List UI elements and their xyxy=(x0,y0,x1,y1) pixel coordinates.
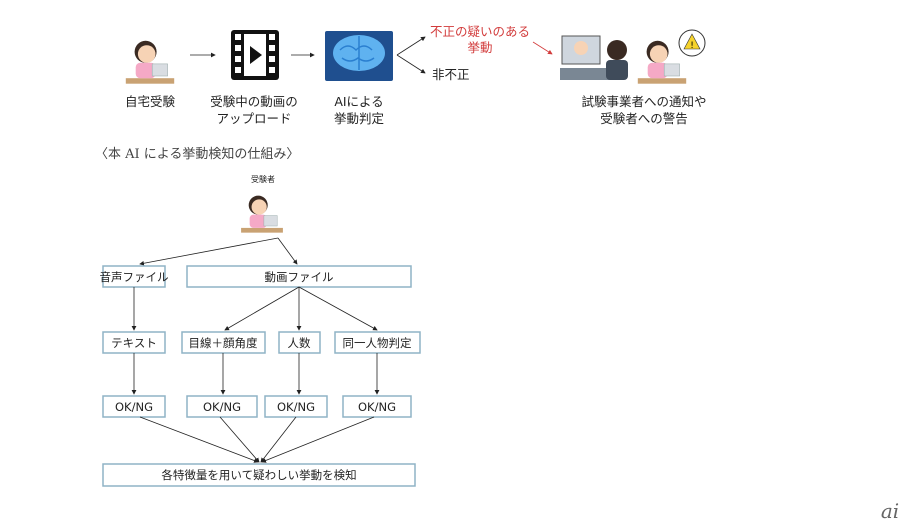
step-ai-2: 挙動判定 xyxy=(334,111,384,126)
step-ai-1: AIによる xyxy=(334,94,383,109)
headcount-box xyxy=(278,331,321,354)
step-upload-2: アップロード xyxy=(216,111,291,126)
step-home-exam: 自宅受験 xyxy=(125,94,176,109)
caption: 〈本 AI による挙動検知の仕組み〉 xyxy=(95,146,299,162)
text-label: テキスト xyxy=(111,336,157,350)
svg-text:!: ! xyxy=(690,41,694,51)
ai-brain-icon xyxy=(325,31,393,81)
okng-box xyxy=(186,395,258,418)
step-upload-1: 受験中の動画の xyxy=(210,94,298,109)
okng-label: OK/NG xyxy=(115,400,153,414)
final-detection-label: 各特徴量を用いて疑わしい挙動を検知 xyxy=(161,468,356,482)
okng-box xyxy=(102,395,166,418)
okng-box xyxy=(342,395,412,418)
notification-illustration: ! xyxy=(560,29,706,84)
suspicious-label-2: 挙動 xyxy=(467,40,492,55)
same-person-label: 同一人物判定 xyxy=(343,336,412,350)
not-fraud-label: 非不正 xyxy=(432,67,470,82)
arrow-suspicious xyxy=(396,36,426,56)
final-detection-box xyxy=(102,463,416,487)
video-file-label: 動画ファイル xyxy=(265,270,334,284)
examinee-illustration xyxy=(240,195,284,233)
video-film-icon xyxy=(231,30,279,80)
ai-logo: ai xyxy=(881,499,899,523)
audio-file-label: 音声ファイル xyxy=(100,270,169,284)
gaze-box xyxy=(181,331,266,354)
headcount-label: 人数 xyxy=(288,336,311,350)
suspicious-label: 不正の疑いのある xyxy=(430,24,530,39)
arrow-not-fraud xyxy=(396,54,426,74)
result-2: 受験者への警告 xyxy=(600,111,688,126)
result-1: 試験事業者への通知や xyxy=(581,94,706,109)
okng-label: OK/NG xyxy=(203,400,241,414)
same-person-box xyxy=(334,331,421,354)
home-exam-illustration xyxy=(125,40,175,84)
gaze-label: 目線＋顔角度 xyxy=(189,336,258,350)
okng-label: OK/NG xyxy=(277,400,315,414)
arrow-red xyxy=(532,41,553,55)
okng-label: OK/NG xyxy=(358,400,396,414)
examinee-label: 受験者 xyxy=(251,174,275,184)
